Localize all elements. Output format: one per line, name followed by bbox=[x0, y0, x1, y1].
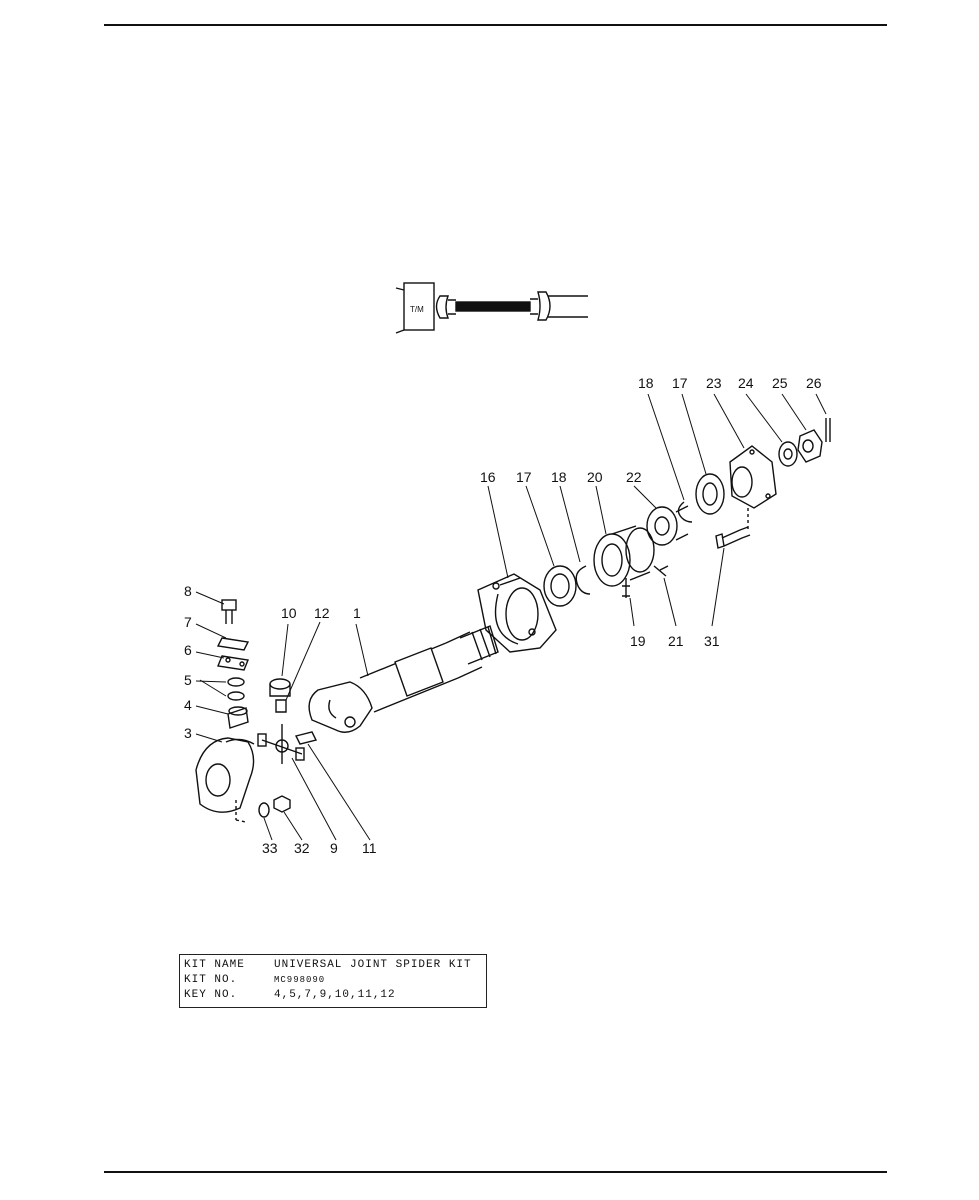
callout-32: 32 bbox=[294, 840, 310, 856]
part-propeller-shaft bbox=[308, 625, 499, 733]
callout-18a: 18 bbox=[551, 469, 567, 485]
callout-21: 21 bbox=[668, 633, 684, 649]
part-lock-plate-7 bbox=[216, 637, 250, 651]
part-spider-9 bbox=[257, 724, 305, 764]
part-bearing-cup-10 bbox=[269, 678, 291, 697]
part-washer-24 bbox=[778, 441, 798, 467]
callout-23: 23 bbox=[706, 375, 722, 391]
part-bolt-8 bbox=[221, 599, 237, 624]
callout-20: 20 bbox=[587, 469, 603, 485]
callout-12: 12 bbox=[314, 605, 330, 621]
callout-16: 16 bbox=[480, 469, 496, 485]
callout-17a: 17 bbox=[516, 469, 532, 485]
key-no-label: KEY NO. bbox=[184, 989, 238, 1001]
callout-10: 10 bbox=[281, 605, 297, 621]
kit-name-value: UNIVERSAL JOINT SPIDER KIT bbox=[274, 959, 472, 971]
part-yoke-3 bbox=[195, 737, 255, 823]
key-no-row: KEY NO. 4,5,7,9,10,11,12 bbox=[184, 988, 486, 1003]
part-bearing-cup-4 bbox=[227, 706, 249, 729]
callout-19: 19 bbox=[630, 633, 646, 649]
transmission-box bbox=[403, 282, 435, 331]
callout-1: 1 bbox=[353, 605, 361, 621]
part-seal-17b bbox=[695, 473, 725, 515]
callout-8: 8 bbox=[184, 583, 192, 599]
kit-info-box: KIT NAME UNIVERSAL JOINT SPIDER KIT KIT … bbox=[179, 954, 487, 1008]
kit-name-row: KIT NAME UNIVERSAL JOINT SPIDER KIT bbox=[184, 958, 486, 973]
kit-no-row: KIT NO. MC998090 bbox=[184, 973, 486, 988]
part-cotter-pin-26 bbox=[825, 418, 831, 442]
part-flange-16 bbox=[477, 573, 557, 653]
callout-25: 25 bbox=[772, 375, 788, 391]
top-rule bbox=[104, 24, 887, 26]
callout-17b: 17 bbox=[672, 375, 688, 391]
part-grease-fitting-12 bbox=[275, 699, 287, 713]
callout-18b: 18 bbox=[638, 375, 654, 391]
part-seal-5 bbox=[227, 677, 245, 701]
kit-no-label: KIT NO. bbox=[184, 974, 238, 986]
leader-lines bbox=[195, 393, 827, 841]
part-snap-ring-18b bbox=[677, 501, 693, 523]
part-breather-21 bbox=[653, 565, 669, 577]
inset-schematic bbox=[395, 282, 588, 334]
bottom-rule bbox=[104, 1171, 887, 1173]
callout-22: 22 bbox=[626, 469, 642, 485]
kit-no-value: MC998090 bbox=[274, 975, 326, 985]
part-grease-fitting-19 bbox=[622, 578, 630, 598]
callout-3: 3 bbox=[184, 725, 192, 741]
callout-24: 24 bbox=[738, 375, 754, 391]
part-bolt-31 bbox=[715, 508, 751, 549]
callout-4: 4 bbox=[184, 697, 192, 713]
part-nut-25 bbox=[797, 429, 823, 463]
callout-7: 7 bbox=[184, 614, 192, 630]
part-bearing-22 bbox=[646, 505, 689, 546]
part-bearing-17a bbox=[543, 565, 577, 607]
propeller-shaft-inset bbox=[455, 301, 531, 312]
callout-26: 26 bbox=[806, 375, 822, 391]
part-nut-32 bbox=[273, 795, 291, 813]
callout-5: 5 bbox=[184, 672, 192, 688]
callout-6: 6 bbox=[184, 642, 192, 658]
callout-31: 31 bbox=[704, 633, 720, 649]
callout-11: 11 bbox=[362, 840, 377, 856]
part-flange-23 bbox=[729, 445, 777, 509]
part-washer-33 bbox=[258, 802, 270, 818]
kit-name-label: KIT NAME bbox=[184, 959, 245, 971]
callout-9: 9 bbox=[330, 840, 338, 856]
part-grease-fitting-11 bbox=[294, 731, 318, 745]
key-no-value: 4,5,7,9,10,11,12 bbox=[274, 989, 396, 1001]
inset-label: T/M bbox=[410, 305, 424, 314]
part-snap-ring-18a bbox=[575, 565, 591, 595]
part-bearing-housing-20 bbox=[593, 525, 655, 587]
callout-33: 33 bbox=[262, 840, 278, 856]
part-plate-6 bbox=[217, 655, 249, 671]
